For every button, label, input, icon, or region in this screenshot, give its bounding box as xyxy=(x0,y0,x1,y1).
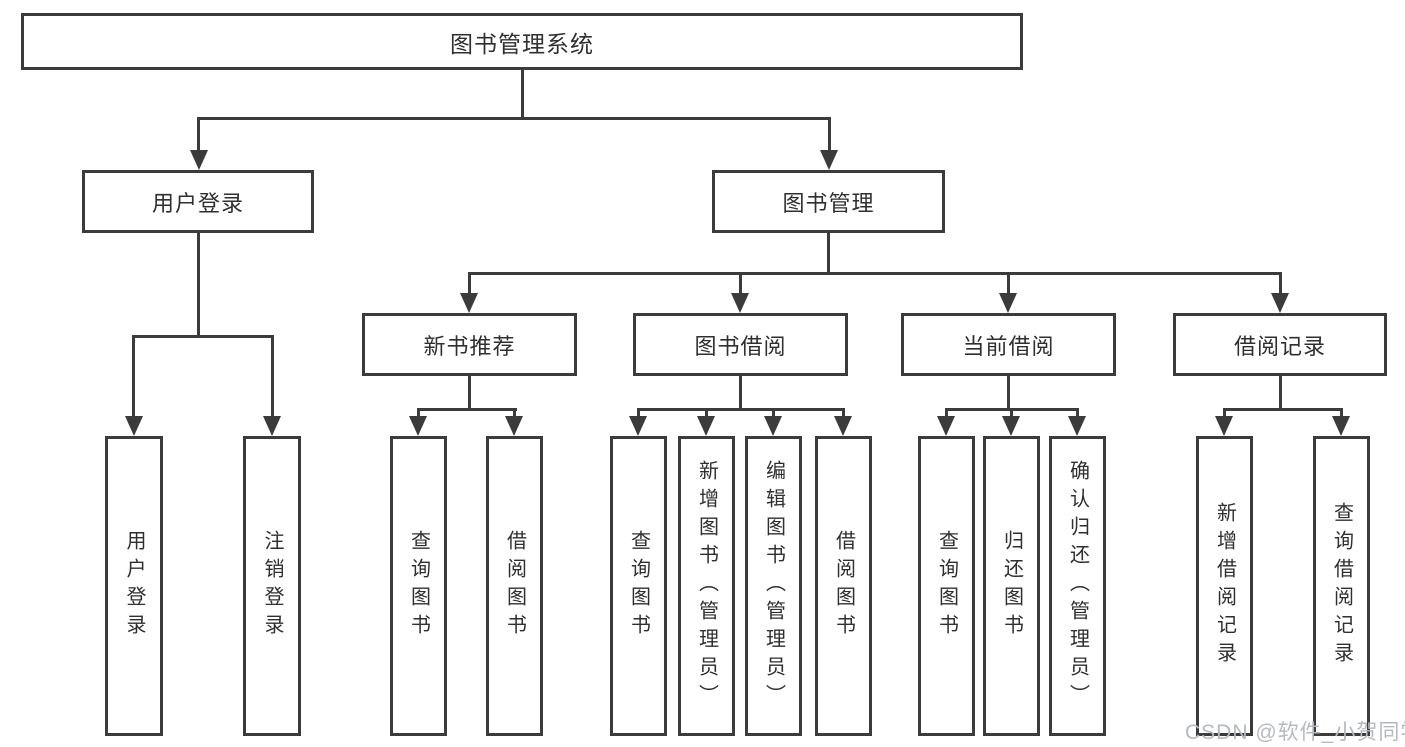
node-leaf-records-add-record-label: 新增借阅记录 xyxy=(1213,502,1236,670)
arrow-down-icon xyxy=(629,416,647,436)
connector-vline xyxy=(1010,408,1013,418)
arrow-down-icon xyxy=(125,416,143,436)
connector-vline xyxy=(739,376,742,408)
node-leaf-records-query-record: 查询借阅记录 xyxy=(1313,436,1370,736)
node-current-borrow: 当前借阅 xyxy=(901,313,1116,376)
node-book-management: 图书管理 xyxy=(712,170,945,233)
arrow-down-icon xyxy=(263,416,281,436)
connector-hline xyxy=(132,335,274,338)
node-leaf-borrow-query-books-label: 查询图书 xyxy=(627,530,650,642)
connector-vline xyxy=(197,117,200,153)
node-user-login-label: 用户登录 xyxy=(151,190,244,216)
node-current-borrow-label: 当前借阅 xyxy=(962,333,1055,359)
arrow-down-icon xyxy=(1068,416,1086,436)
node-leaf-records-query-record-label: 查询借阅记录 xyxy=(1330,502,1353,670)
node-leaf-borrow-query-books: 查询图书 xyxy=(610,436,667,736)
connector-vline xyxy=(1279,376,1282,408)
node-leaf-borrow-add-books-admin: 新增图书（管理员） xyxy=(678,436,735,736)
node-leaf-borrow-edit-books-admin-label: 编辑图书（管理员） xyxy=(762,460,785,712)
arrow-down-icon xyxy=(834,416,852,436)
node-root-label: 图书管理系统 xyxy=(450,30,594,57)
arrow-down-icon xyxy=(1215,416,1233,436)
connector-vline xyxy=(468,376,471,408)
node-book-borrow-label: 图书借阅 xyxy=(694,333,787,359)
node-leaf-current-query-books: 查询图书 xyxy=(918,436,975,736)
arrow-down-icon xyxy=(460,293,478,313)
node-borrow-records: 借阅记录 xyxy=(1173,313,1387,376)
node-leaf-borrow-add-books-admin-label: 新增图书（管理员） xyxy=(695,460,718,712)
connector-vline xyxy=(468,272,471,295)
connector-vline xyxy=(1076,408,1079,418)
node-leaf-current-query-books-label: 查询图书 xyxy=(935,530,958,642)
node-leaf-recommend-query-books-label: 查询图书 xyxy=(407,530,430,642)
arrow-down-icon xyxy=(409,416,427,436)
arrow-down-icon xyxy=(764,416,782,436)
watermark: CSDN @软件_小贺同学 xyxy=(1185,721,1405,744)
node-leaf-current-confirm-return-admin-label: 确认归还（管理员） xyxy=(1066,460,1089,712)
arrow-down-icon xyxy=(820,150,838,170)
node-leaf-recommend-borrow-books-label: 借阅图书 xyxy=(503,530,526,642)
arrow-down-icon xyxy=(1332,416,1350,436)
arrow-down-icon xyxy=(1271,293,1289,313)
node-leaf-borrow-borrow-books: 借阅图书 xyxy=(815,436,872,736)
connector-vline xyxy=(772,408,775,418)
connector-vline xyxy=(827,233,830,272)
node-leaf-user-login-label: 用户登录 xyxy=(123,530,145,642)
node-leaf-records-add-record: 新增借阅记录 xyxy=(1196,436,1253,736)
connector-vline xyxy=(521,69,524,117)
connector-vline xyxy=(417,408,420,418)
arrow-down-icon xyxy=(999,293,1017,313)
connector-vline xyxy=(1279,272,1282,295)
connector-vline xyxy=(513,408,516,418)
node-leaf-borrow-edit-books-admin: 编辑图书（管理员） xyxy=(745,436,802,736)
node-leaf-logout-label: 注销登录 xyxy=(261,530,283,642)
connector-vline xyxy=(197,233,200,335)
arrow-down-icon xyxy=(937,416,955,436)
arrow-down-icon xyxy=(697,416,715,436)
connector-vline xyxy=(1007,272,1010,295)
connector-vline xyxy=(132,335,135,418)
connector-hline xyxy=(197,117,831,120)
node-leaf-user-login: 用户登录 xyxy=(105,436,163,736)
arrow-down-icon xyxy=(505,416,523,436)
node-user-login: 用户登录 xyxy=(82,170,314,233)
connector-hline xyxy=(417,408,517,411)
node-book-management-label: 图书管理 xyxy=(782,190,875,216)
arrow-down-icon xyxy=(190,150,208,170)
connector-vline xyxy=(705,408,708,418)
node-leaf-borrow-borrow-books-label: 借阅图书 xyxy=(832,530,855,642)
node-leaf-logout: 注销登录 xyxy=(243,436,301,736)
node-root: 图书管理系统 xyxy=(21,13,1023,70)
node-leaf-current-return-books-label: 归还图书 xyxy=(1000,530,1023,642)
connector-vline xyxy=(1223,408,1226,418)
connector-vline xyxy=(637,408,640,418)
connector-hline xyxy=(637,408,845,411)
node-leaf-recommend-query-books: 查询图书 xyxy=(390,436,447,736)
node-borrow-records-label: 借阅记录 xyxy=(1233,333,1326,359)
connector-vline xyxy=(1007,376,1010,408)
connector-hline xyxy=(468,272,1282,275)
connector-vline xyxy=(1340,408,1343,418)
connector-vline xyxy=(842,408,845,418)
connector-hline xyxy=(1223,408,1343,411)
node-leaf-recommend-borrow-books: 借阅图书 xyxy=(486,436,543,736)
arrow-down-icon xyxy=(1002,416,1020,436)
node-new-book-recommend: 新书推荐 xyxy=(362,313,577,376)
node-book-borrow: 图书借阅 xyxy=(633,313,848,376)
connector-vline xyxy=(271,335,274,418)
node-leaf-current-confirm-return-admin: 确认归还（管理员） xyxy=(1049,436,1106,736)
connector-vline xyxy=(828,117,831,153)
node-leaf-current-return-books: 归还图书 xyxy=(983,436,1040,736)
arrow-down-icon xyxy=(731,293,749,313)
connector-vline xyxy=(945,408,948,418)
node-new-book-recommend-label: 新书推荐 xyxy=(423,333,516,359)
connector-vline xyxy=(739,272,742,295)
